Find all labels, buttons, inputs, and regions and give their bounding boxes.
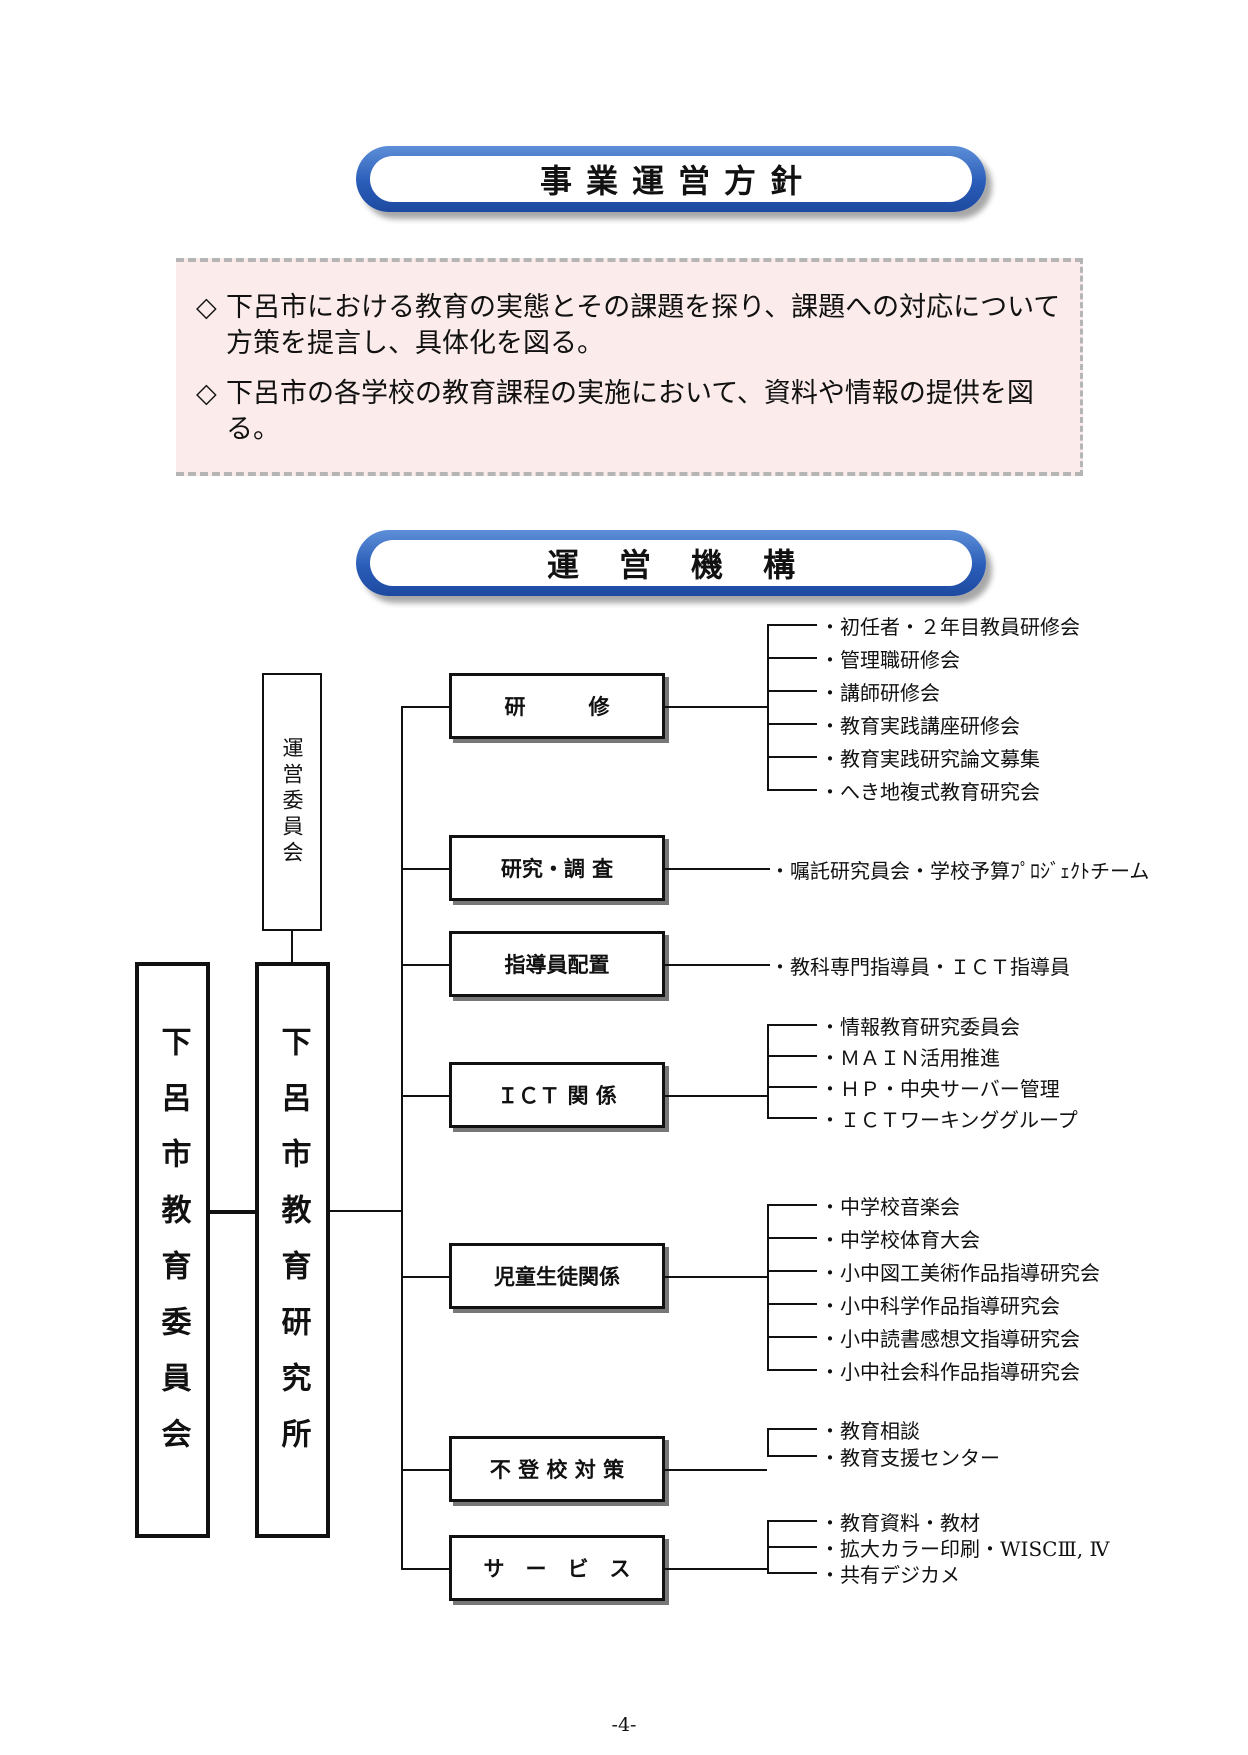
spine-branch-line — [401, 868, 449, 870]
item-connector-line — [665, 706, 767, 708]
item-tick-line — [767, 723, 817, 725]
institute-spine-connector — [330, 1210, 401, 1212]
section-banner-org: 運営機構 — [356, 530, 986, 596]
banner-inner: 事業運営方針 — [370, 156, 972, 202]
sub-item: ・教育実践講座研修会 — [820, 714, 1020, 738]
item-tick-line — [767, 1024, 817, 1026]
sub-item: ・小中読書感想文指導研究会 — [820, 1327, 1080, 1351]
policy-title: 事業運営方針 — [539, 162, 816, 200]
item-connector-line — [665, 964, 770, 966]
item-connector-line — [665, 1095, 767, 1097]
steering-committee-box: 運営委員会 — [262, 673, 322, 931]
department-box: 指導員配置 — [449, 931, 665, 997]
sub-item: ・ＭＡＩＮ活用推進 — [820, 1046, 1000, 1070]
sub-item: ・小中科学作品指導研究会 — [820, 1294, 1060, 1318]
sub-item: ・ＨＰ・中央サーバー管理 — [820, 1077, 1060, 1101]
item-connector-line — [665, 1276, 767, 1278]
item-tick-line — [767, 1336, 817, 1338]
sub-item: ・ＩＣＴワーキンググループ — [820, 1108, 1078, 1132]
item-tick-line — [767, 1520, 817, 1522]
item-tick-line — [767, 1055, 817, 1057]
sub-item: ・小中図工美術作品指導研究会 — [820, 1261, 1100, 1285]
section-banner-policy: 事業運営方針 — [356, 146, 986, 212]
sub-item: ・嘱託研究員会・学校予算ﾌﾟﾛｼﾞｪｸﾄチーム — [770, 859, 1150, 883]
sub-item: ・教育支援センター — [820, 1446, 1000, 1470]
sub-item: ・教育実践研究論文募集 — [820, 747, 1040, 771]
policy-text: 下呂市の各学校の教育課程の実施において、資料や情報の提供を図る。 — [226, 378, 1034, 445]
policy-item: ◇ 下呂市の各学校の教育課程の実施において、資料や情報の提供を図る。 — [196, 376, 1066, 448]
sub-item: ・教科専門指導員・ＩＣＴ指導員 — [770, 955, 1070, 979]
org-title: 運営機構 — [546, 546, 835, 584]
sub-item: ・教育相談 — [820, 1419, 920, 1443]
item-tick-line — [767, 1204, 817, 1206]
department-box: 研究・調 査 — [449, 835, 665, 901]
item-tick-line — [767, 1572, 817, 1574]
item-tick-line — [767, 1237, 817, 1239]
item-tick-line — [767, 1546, 817, 1548]
item-connector-line — [665, 1568, 767, 1570]
spine-branch-line — [401, 1469, 449, 1471]
item-tick-line — [767, 756, 817, 758]
sub-item: ・情報教育研究委員会 — [820, 1015, 1020, 1039]
spine-branch-line — [401, 706, 449, 708]
research-institute-box: 下呂市教育研究所 — [255, 962, 330, 1538]
item-tick-line — [767, 1369, 817, 1371]
department-box: 児童生徒関係 — [449, 1243, 665, 1309]
policy-text: 下呂市における教育の実態とその課題を探り、課題への対応について方策を提言し、具体… — [226, 292, 1061, 359]
sub-item: ・へき地複式教育研究会 — [820, 780, 1040, 804]
item-tick-line — [767, 1270, 817, 1272]
board-institute-connector — [210, 1210, 255, 1214]
banner-inner: 運営機構 — [370, 540, 972, 586]
sub-item: ・中学校音楽会 — [820, 1195, 960, 1219]
page-number: -4- — [611, 1714, 637, 1736]
item-tick-line — [767, 624, 817, 626]
spine-branch-line — [401, 1276, 449, 1278]
main-spine-line — [401, 706, 403, 1570]
department-box: ＩＣＴ 関 係 — [449, 1062, 665, 1128]
item-tick-line — [767, 1117, 817, 1119]
item-tick-line — [767, 1303, 817, 1305]
board-label: 下呂市教育委員会 — [155, 1026, 191, 1474]
policy-box: ◇ 下呂市における教育の実態とその課題を探り、課題への対応について方策を提言し、… — [176, 258, 1083, 476]
sub-item: ・講師研修会 — [820, 681, 940, 705]
committee-label: 運営委員会 — [280, 737, 304, 867]
sub-item: ・初任者・２年目教員研修会 — [820, 615, 1080, 639]
sub-item: ・中学校体育大会 — [820, 1228, 980, 1252]
sub-item: ・教育資料・教材 — [820, 1511, 980, 1535]
committee-connector — [291, 931, 293, 962]
item-bracket-line — [767, 1024, 769, 1119]
policy-item: ◇ 下呂市における教育の実態とその課題を探り、課題への対応について方策を提言し、… — [196, 290, 1066, 362]
item-connector-line — [665, 1469, 767, 1471]
item-tick-line — [767, 657, 817, 659]
sub-item: ・管理職研修会 — [820, 648, 960, 672]
sub-item: ・共有デジカメ — [820, 1563, 960, 1587]
sub-item: ・小中社会科作品指導研究会 — [820, 1360, 1080, 1384]
item-bracket-line — [767, 1204, 769, 1371]
department-box: 研 修 — [449, 673, 665, 739]
item-bracket-line — [767, 1428, 769, 1457]
item-tick-line — [767, 1428, 817, 1430]
institute-label: 下呂市教育研究所 — [275, 1026, 311, 1474]
item-connector-line — [665, 868, 770, 870]
item-tick-line — [767, 1086, 817, 1088]
sub-item: ・拡大カラー印刷・WISCⅢ, Ⅳ — [820, 1537, 1110, 1561]
item-tick-line — [767, 789, 817, 791]
item-tick-line — [767, 690, 817, 692]
spine-branch-line — [401, 1095, 449, 1097]
spine-branch-line — [401, 964, 449, 966]
department-box: 不 登 校 対 策 — [449, 1436, 665, 1502]
diamond-bullet-icon: ◇ — [196, 292, 217, 323]
department-box: サ ー ビ ス — [449, 1535, 665, 1601]
item-bracket-line — [767, 624, 769, 791]
board-of-education-box: 下呂市教育委員会 — [135, 962, 210, 1538]
spine-branch-line — [401, 1568, 449, 1570]
item-tick-line — [767, 1455, 817, 1457]
diamond-bullet-icon: ◇ — [196, 378, 217, 409]
